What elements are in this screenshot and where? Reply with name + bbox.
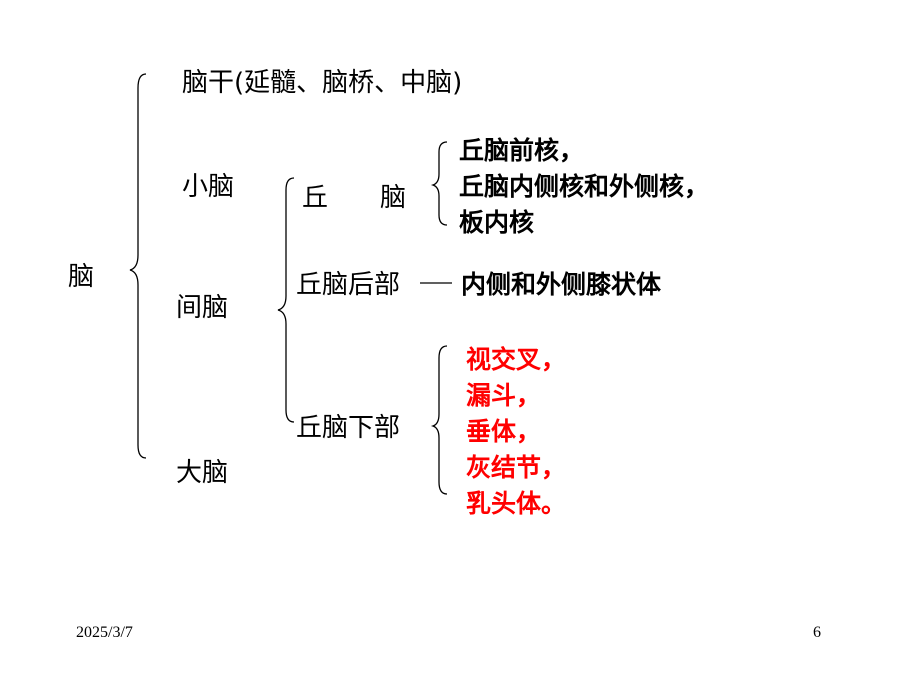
metathalamus-label: 丘脑后部	[296, 270, 401, 300]
thalamus-nucleus-item: 板内核	[459, 208, 535, 237]
hypothalamus-label: 丘脑下部	[296, 413, 401, 443]
hypothalamus-item: 灰结节，	[466, 453, 567, 482]
brace-thalamus	[430, 141, 448, 226]
hypothalamus-item: 乳头体。	[466, 489, 567, 518]
thalamus-label: 丘 脑	[302, 183, 407, 213]
root-label: 脑	[68, 262, 95, 292]
cerebellum-label: 小脑	[182, 172, 235, 202]
footer-date: 2025/3/7	[76, 624, 133, 641]
hypothalamus-item: 垂体，	[466, 417, 542, 446]
brace-diencephalon	[277, 177, 295, 423]
brace-brain	[129, 73, 147, 459]
cerebrum-label: 大脑	[176, 458, 229, 488]
page-number: 6	[813, 624, 821, 641]
thalamus-nucleus-item: 丘脑内侧核和外侧核，	[459, 172, 710, 201]
brace-hypothalamus	[430, 345, 448, 495]
hypothalamus-item: 视交叉，	[466, 345, 567, 374]
thalamus-nucleus-item: 丘脑前核，	[459, 136, 585, 165]
brainstem-label: 脑干(延髓、脑桥、中脑)	[182, 68, 463, 98]
metathalamus-detail: 内侧和外侧膝状体	[461, 270, 662, 299]
hypothalamus-item: 漏斗，	[466, 381, 542, 410]
diencephalon-label: 间脑	[176, 293, 229, 323]
